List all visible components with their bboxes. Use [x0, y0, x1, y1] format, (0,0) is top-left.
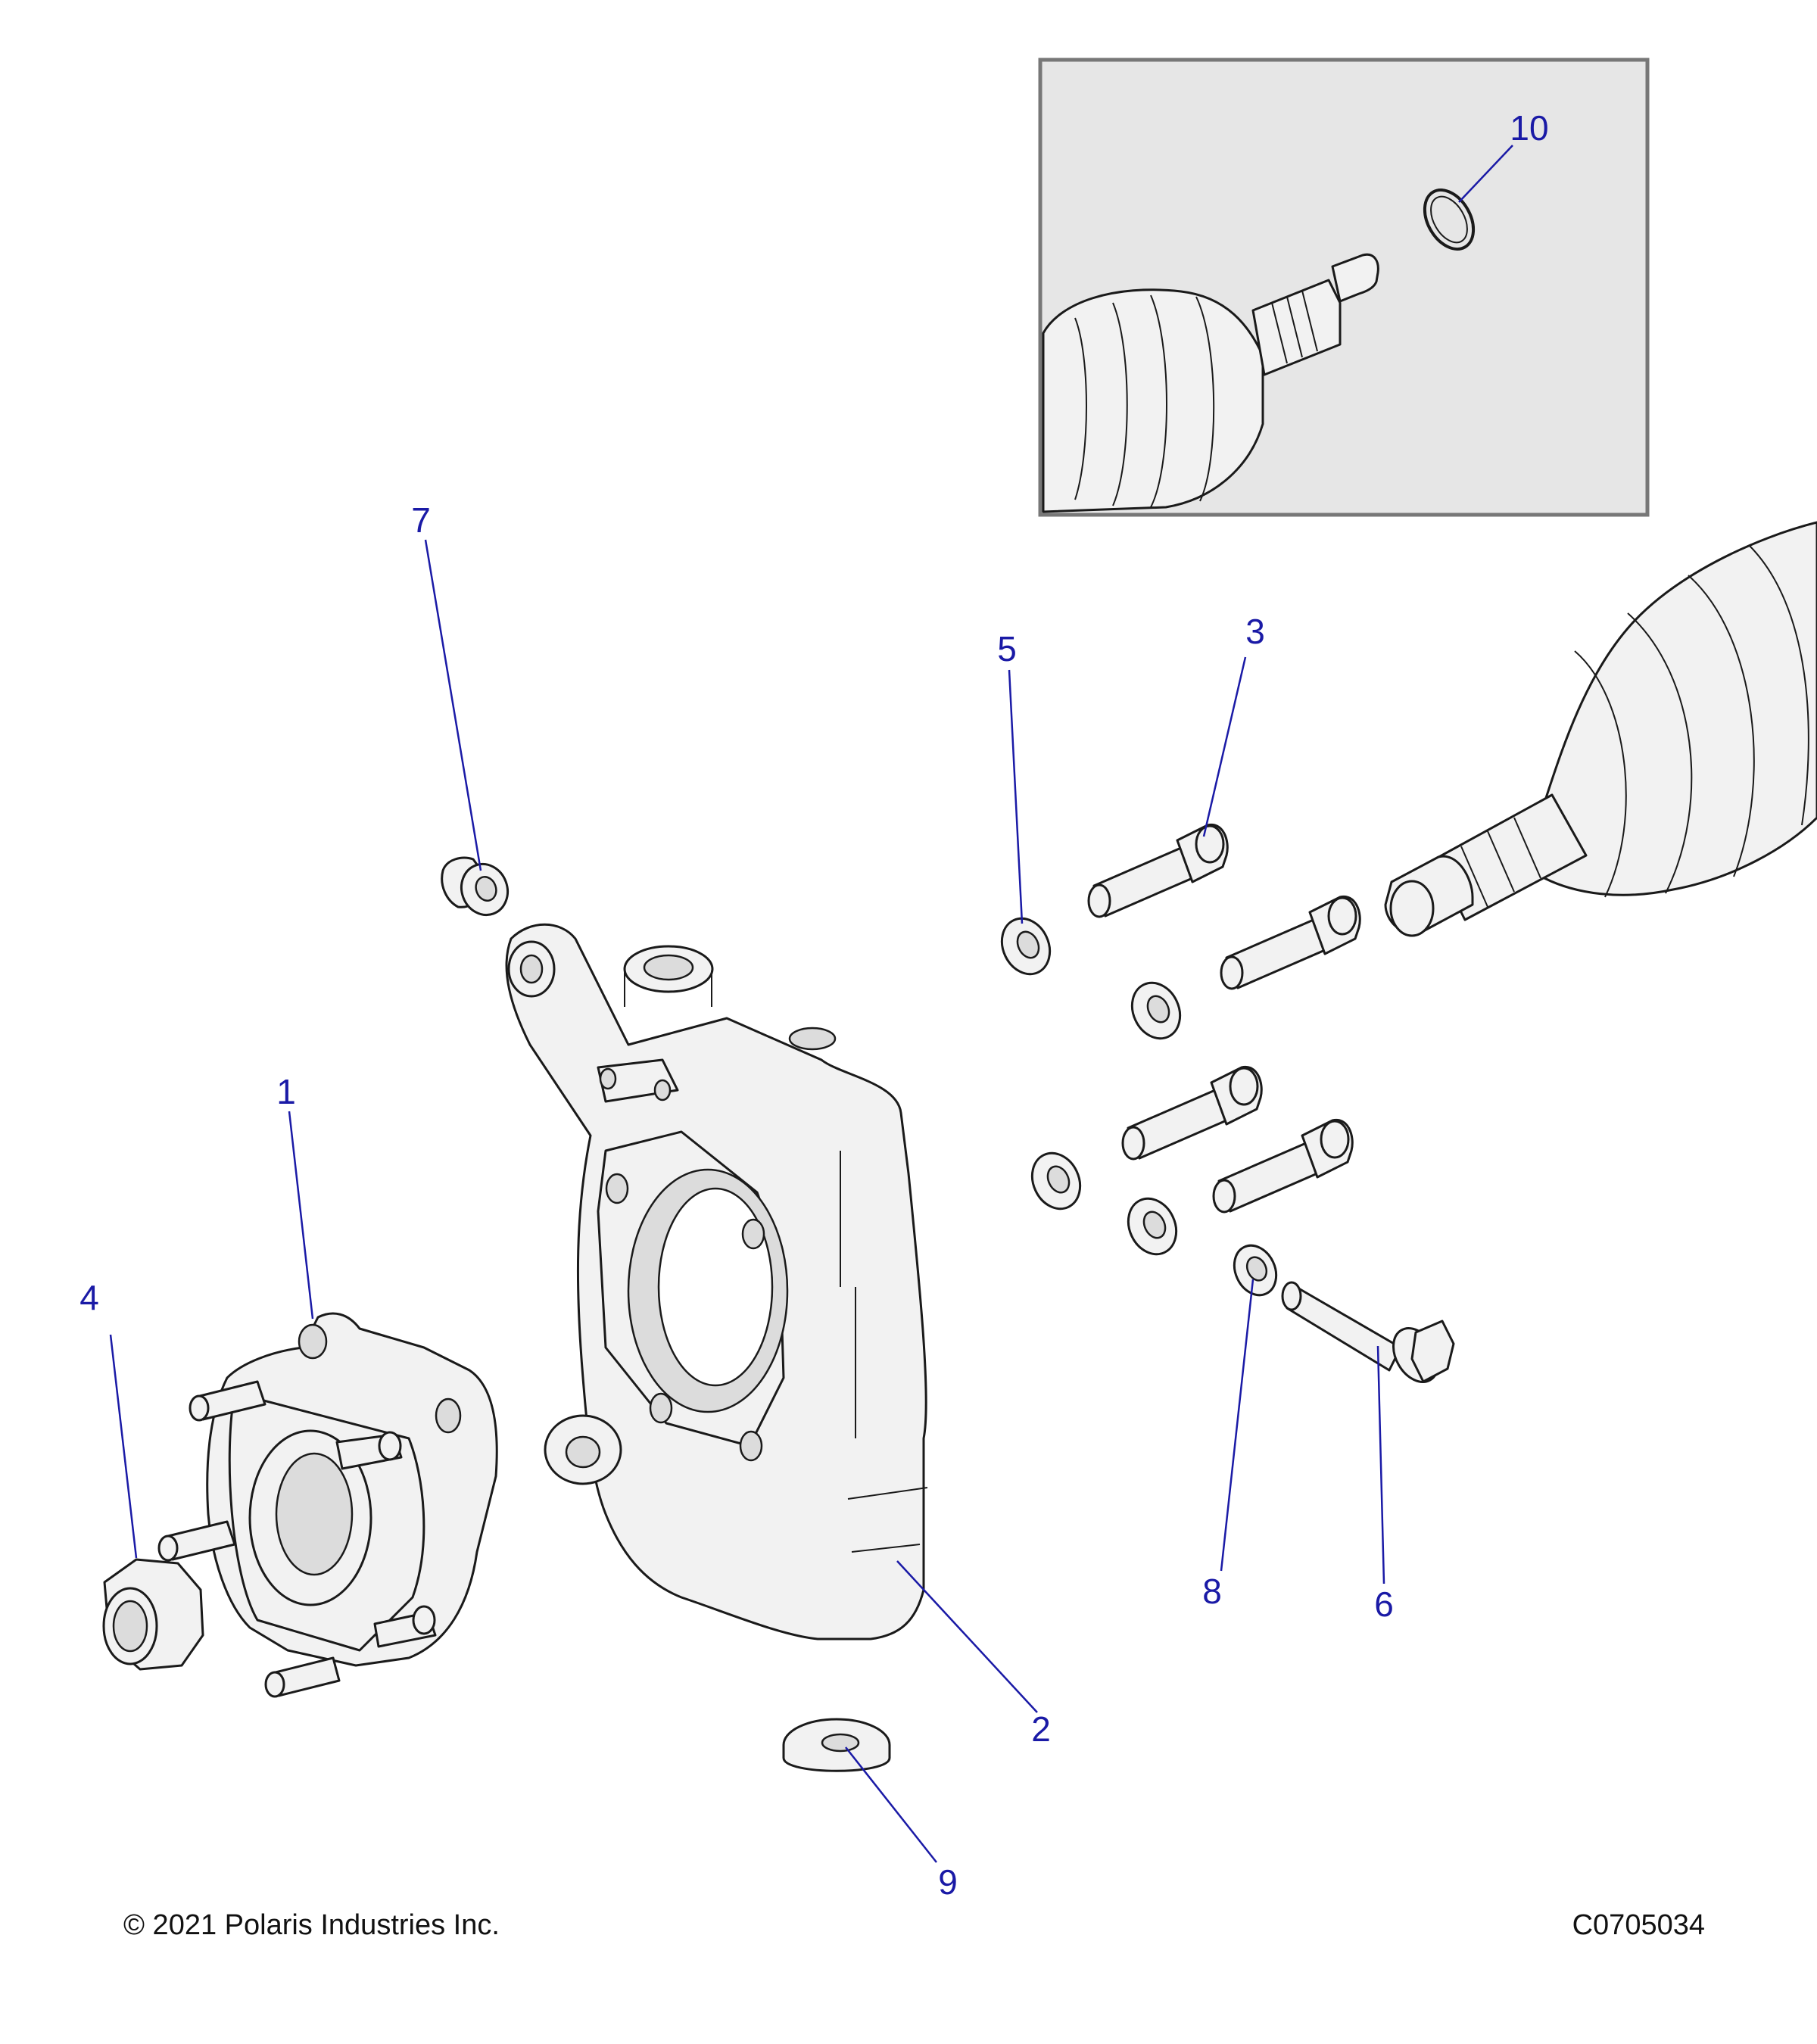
- washer-5d: [1127, 1197, 1178, 1256]
- inset-panel: [1038, 58, 1650, 517]
- leader-1: [288, 1111, 314, 1320]
- knuckle-bolts: [1087, 823, 1361, 1214]
- leader-2: [896, 1560, 1038, 1713]
- bolt-3a: [1087, 823, 1229, 918]
- flange-bolt-6: [1281, 1281, 1455, 1383]
- axle-shaft: [1384, 521, 1817, 937]
- washer-8: [1233, 1244, 1278, 1297]
- bolt-3d: [1212, 1118, 1354, 1214]
- washer-9: [782, 1718, 891, 1772]
- callout-numbers: 1 2 3 4 5 6 7 8 9 10: [79, 108, 1548, 1902]
- leader-9: [845, 1746, 937, 1863]
- leader-7: [424, 539, 482, 871]
- leader-6: [1376, 1345, 1385, 1584]
- copyright-notice: © 2021 Polaris Industries Inc.: [123, 1909, 500, 1941]
- callout-5: 5: [997, 629, 1017, 668]
- hub-nut-4: [102, 1558, 204, 1671]
- bolt-3b: [1220, 895, 1361, 990]
- snap-ring-10: [1423, 189, 1476, 251]
- washer-5b: [1130, 981, 1182, 1040]
- washer-5c: [1030, 1151, 1082, 1211]
- drawing-number: C0705034: [1572, 1909, 1705, 1941]
- leader-lines: [109, 145, 1513, 1863]
- callout-1: 1: [276, 1072, 296, 1111]
- callout-8: 8: [1202, 1572, 1222, 1611]
- bolt-3c: [1121, 1065, 1263, 1161]
- leader-3: [1202, 656, 1247, 837]
- callout-10: 10: [1510, 108, 1548, 148]
- callout-6: 6: [1374, 1584, 1394, 1624]
- wheel-hub-1: [157, 1312, 498, 1698]
- callout-3: 3: [1245, 612, 1265, 651]
- leader-5: [1008, 669, 1024, 924]
- callout-9: 9: [938, 1862, 958, 1902]
- steering-knuckle-2: [505, 923, 928, 1640]
- callout-2: 2: [1031, 1709, 1051, 1749]
- callout-7: 7: [411, 500, 431, 540]
- callout-4: 4: [79, 1278, 99, 1317]
- washers-5: [1000, 917, 1182, 1256]
- bushing-7: [441, 856, 509, 917]
- leader-4: [109, 1334, 138, 1559]
- washer-5a: [1000, 917, 1052, 976]
- inset-axle-shaft: [1042, 253, 1379, 513]
- leader-10: [1458, 145, 1513, 203]
- leader-8: [1220, 1279, 1254, 1572]
